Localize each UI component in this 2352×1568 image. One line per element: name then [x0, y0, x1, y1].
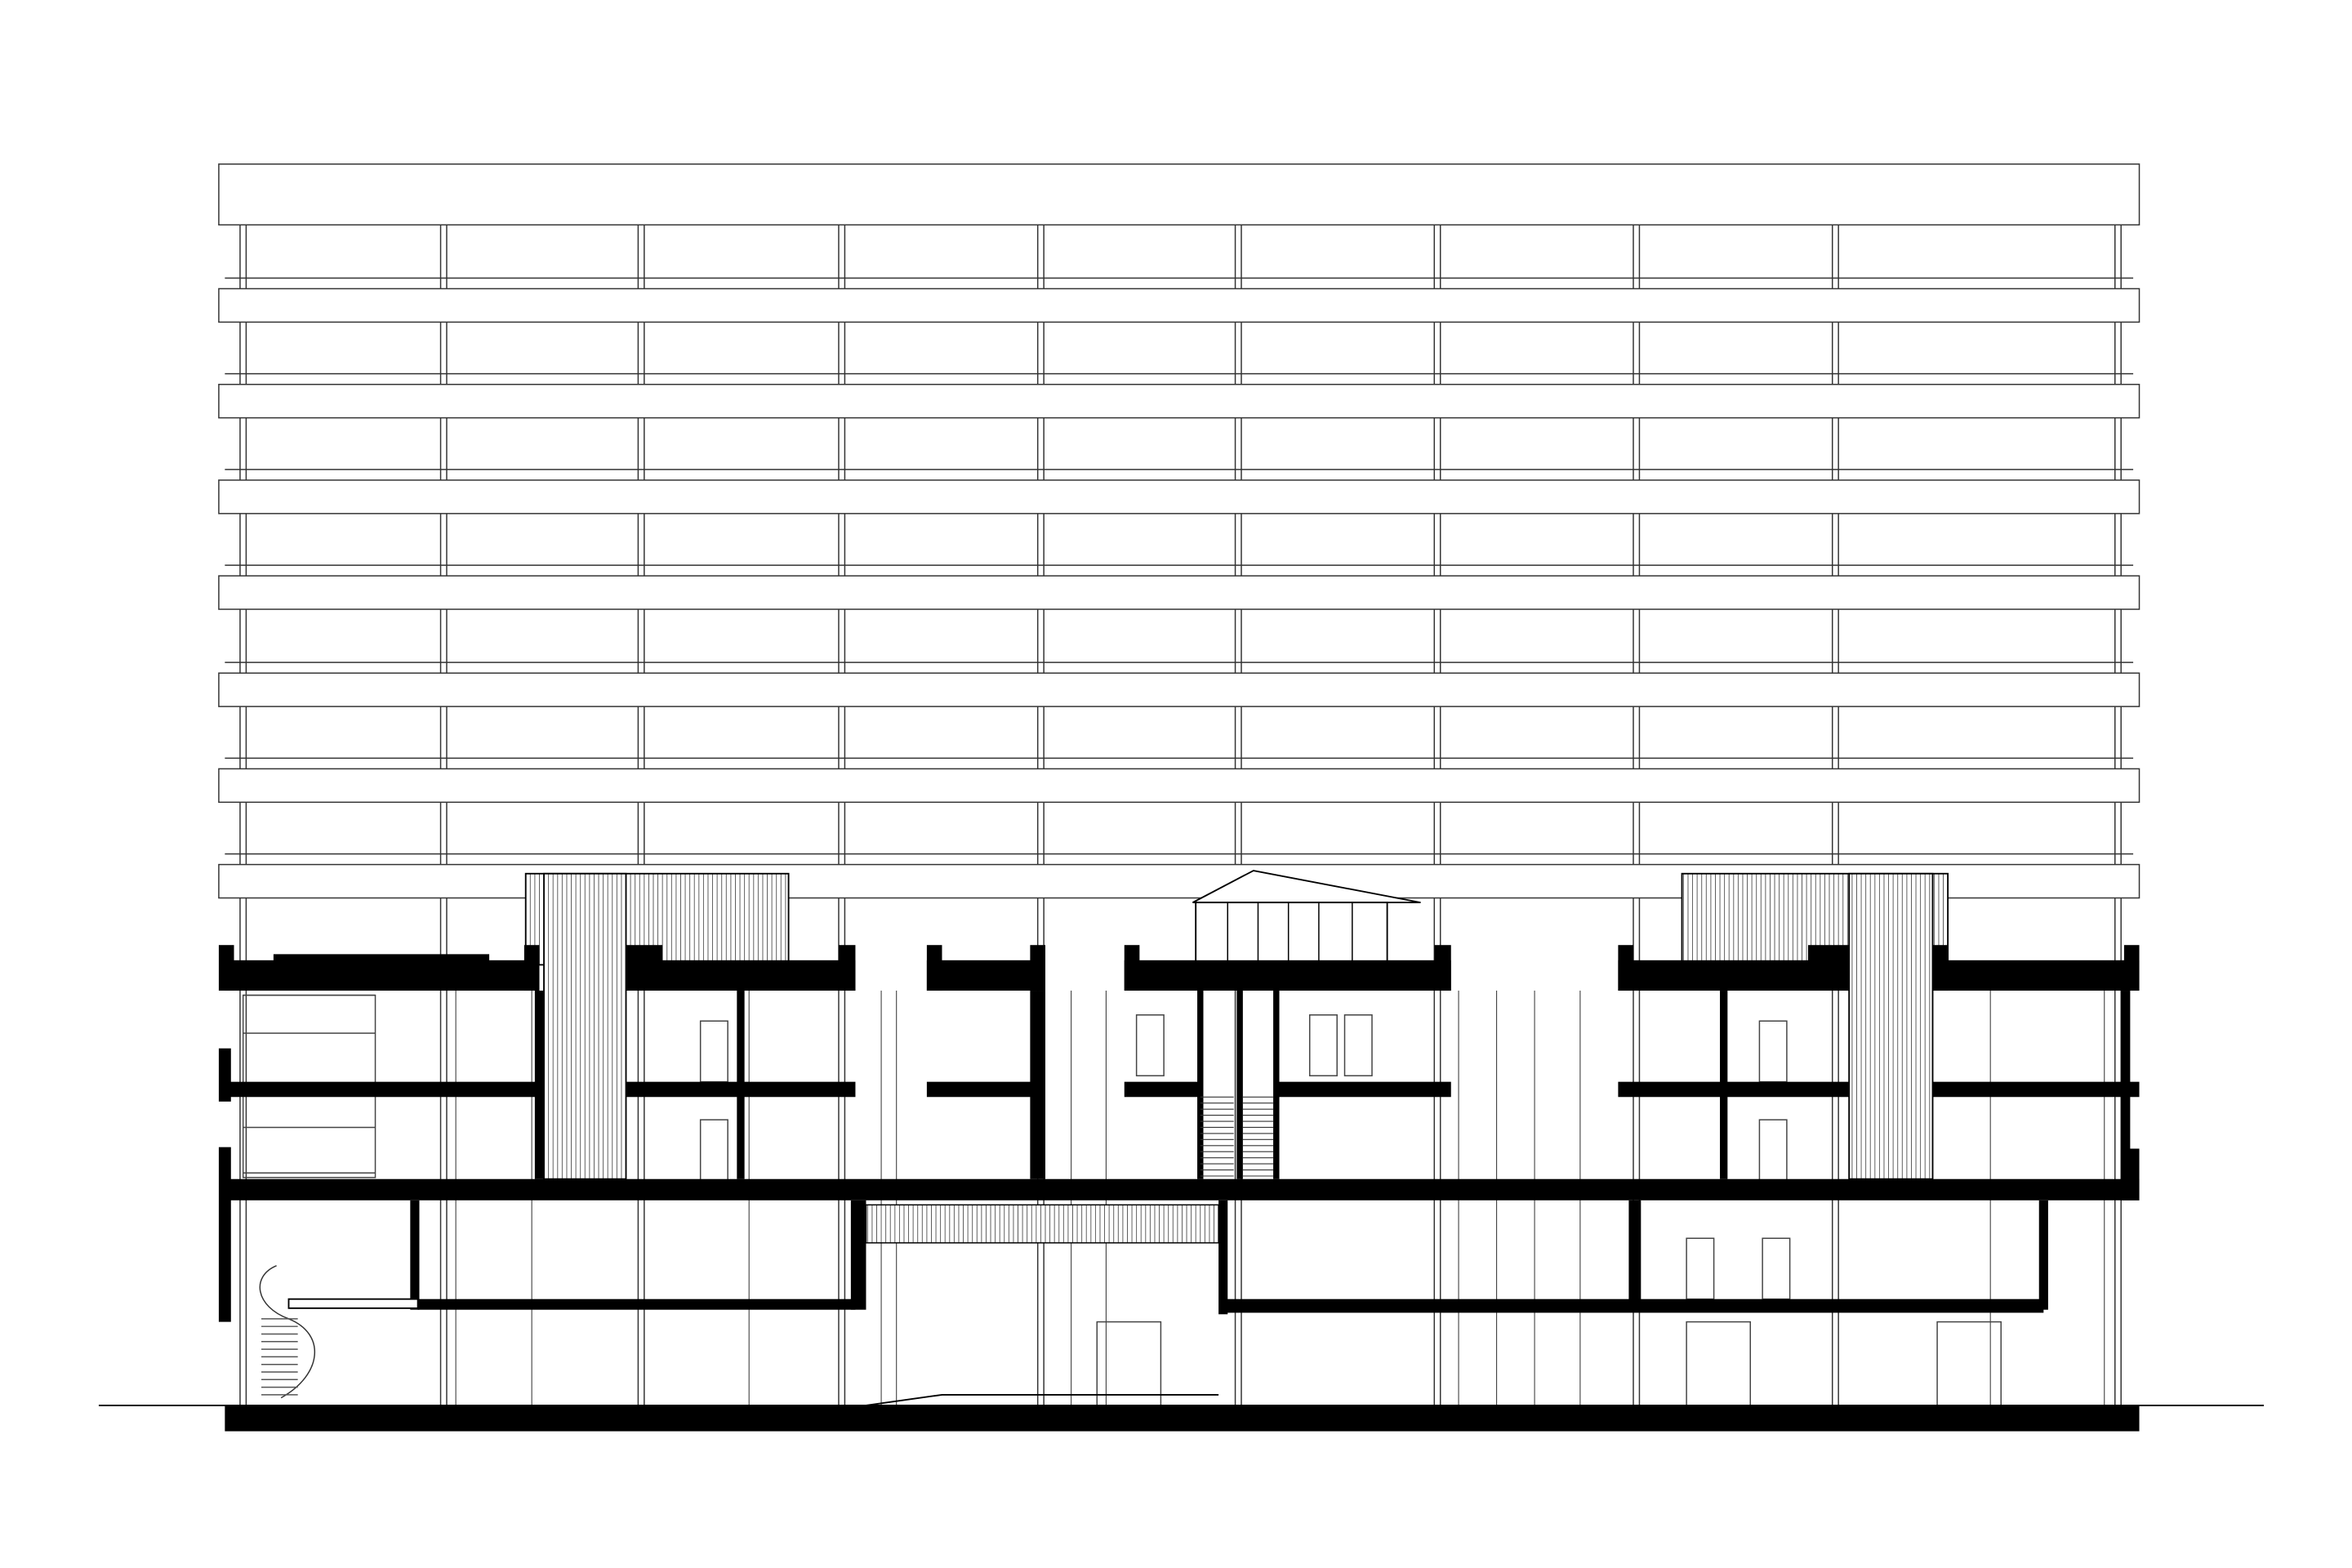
glass-door [1686, 1321, 1751, 1406]
structural-cut-element [417, 1298, 856, 1310]
structural-cut-element [1124, 945, 1140, 991]
structural-cut-element [273, 954, 490, 964]
glass-door [1936, 1321, 2002, 1406]
structural-cut-element [1434, 945, 1451, 991]
tower-floor-band [218, 768, 2140, 804]
hatched-shaft [543, 872, 627, 1180]
door [699, 1119, 728, 1182]
door [1762, 1237, 1791, 1300]
structural-cut-element [1932, 945, 1949, 991]
door [1758, 1020, 1788, 1083]
tower-floor-band [218, 575, 2140, 610]
tower-floor-band [218, 287, 2140, 323]
structural-cut-element [225, 1178, 2140, 1200]
door [1758, 1119, 1788, 1182]
structural-cut-element [1273, 991, 1280, 1179]
tower-floor-band [218, 479, 2140, 514]
structural-cut-element [534, 991, 545, 1179]
structural-cut-element [926, 960, 1045, 991]
podium-section [98, 870, 2265, 1432]
structural-cut-element [1218, 1200, 1228, 1315]
tower-floor-band [218, 383, 2140, 419]
structural-cut-element [1720, 991, 1728, 1179]
structural-cut-element [218, 945, 234, 991]
hatched-shaft [1848, 872, 1934, 1180]
structural-cut-element [1276, 1081, 1451, 1098]
skylight-glazing [1195, 902, 1388, 968]
structural-cut-element [626, 960, 856, 991]
structural-cut-element [2121, 1148, 2140, 1200]
structural-cut-element [225, 1081, 540, 1098]
structural-cut-element [1030, 991, 1045, 1179]
structural-cut-element [1618, 960, 1850, 991]
structural-cut-element [1932, 1081, 2140, 1098]
structural-cut-element [225, 1405, 2140, 1432]
door [1135, 1014, 1165, 1076]
structural-cut-element [1124, 1081, 1200, 1098]
door [699, 1020, 728, 1083]
structural-cut-element [1618, 945, 1633, 991]
structural-cut-element [926, 945, 942, 991]
tower-floor-band [218, 672, 2140, 707]
door [1343, 1014, 1373, 1076]
structural-cut-element [626, 945, 663, 964]
structural-cut-element [1932, 960, 2140, 991]
structural-cut-element [1236, 991, 1243, 1179]
glass-door [1096, 1321, 1162, 1406]
ramp-line [866, 1393, 1219, 1406]
structural-cut-element [218, 1147, 231, 1322]
door [1686, 1237, 1715, 1300]
structural-cut-element [1807, 945, 1850, 964]
structural-cut-element [410, 1200, 420, 1310]
structural-cut-element [218, 1048, 231, 1102]
structural-cut-element [1628, 1200, 1642, 1307]
structural-cut-element [838, 945, 856, 991]
structural-cut-element [1124, 960, 1451, 991]
structural-cut-element [225, 960, 540, 991]
structural-cut-element [1618, 1081, 1850, 1098]
tower-roof-band [218, 163, 2140, 226]
structural-cut-element [1197, 991, 1204, 1179]
structural-cut-element [926, 1081, 1045, 1098]
structural-cut-element [2123, 945, 2140, 991]
structural-cut-element [850, 1200, 866, 1310]
structural-cut-element [737, 991, 745, 1179]
door [1308, 1014, 1338, 1076]
structural-cut-element [1030, 945, 1045, 991]
structural-cut-element [2038, 1200, 2048, 1310]
spiral-stair [259, 1265, 316, 1399]
structural-cut-element [523, 945, 540, 991]
structural-cut-element [2121, 991, 2131, 1179]
lobby-ceiling-panels [865, 1204, 1219, 1244]
landing [287, 1298, 419, 1309]
